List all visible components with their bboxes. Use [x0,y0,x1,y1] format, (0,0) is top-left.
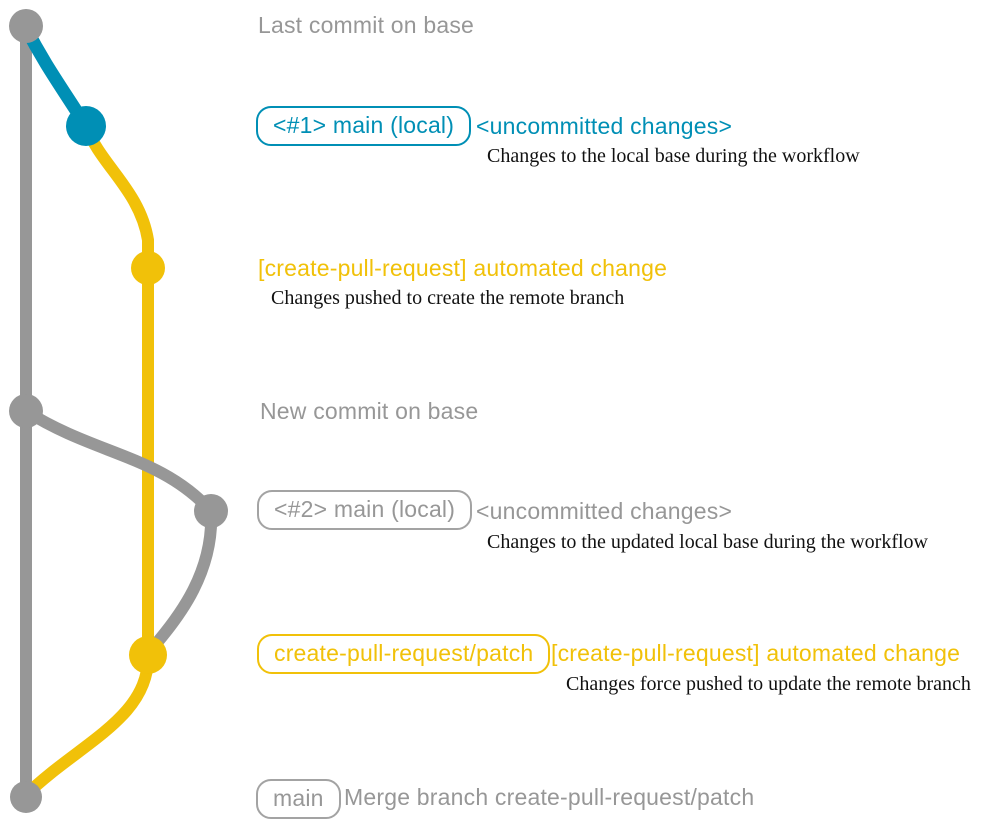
commit-description-local-2: Changes to the updated local base during… [487,531,928,553]
branch-label-patch: create-pull-request/patch [257,634,551,674]
local-main-branch-line-2 [20,405,218,659]
branch-label-local-main-2: <#2> main (local) [257,490,473,530]
commit-dot-merge [10,781,42,813]
commit-description-local-1: Changes to the local base during the wor… [487,145,860,167]
commit-message-patch-1: [create-pull-request] automated change [258,255,668,281]
commit-description-patch-1: Changes pushed to create the remote bran… [271,287,625,309]
commit-message-local-2: <uncommitted changes> [476,498,733,524]
commit-dot-local-2 [194,494,228,528]
commit-dot-patch-1 [131,251,165,285]
branch-label-local-main-1: <#1> main (local) [256,106,472,146]
commit-description-patch-2: Changes force pushed to update the remot… [566,673,971,695]
commit-dot-new-base [9,394,43,428]
commit-message-new-base: New commit on base [260,398,479,424]
commit-dot-last-base [9,9,43,43]
commit-message-local-1: <uncommitted changes> [476,113,733,139]
commit-dot-local-1 [66,106,106,146]
commit-message-patch-2: [create-pull-request] automated change [551,640,961,666]
commit-message-last-base: Last commit on base [258,12,475,38]
branch-label-main: main [256,779,341,819]
commit-dot-patch-2 [129,636,167,674]
commit-message-merge: Merge branch create-pull-request/patch [344,784,755,810]
